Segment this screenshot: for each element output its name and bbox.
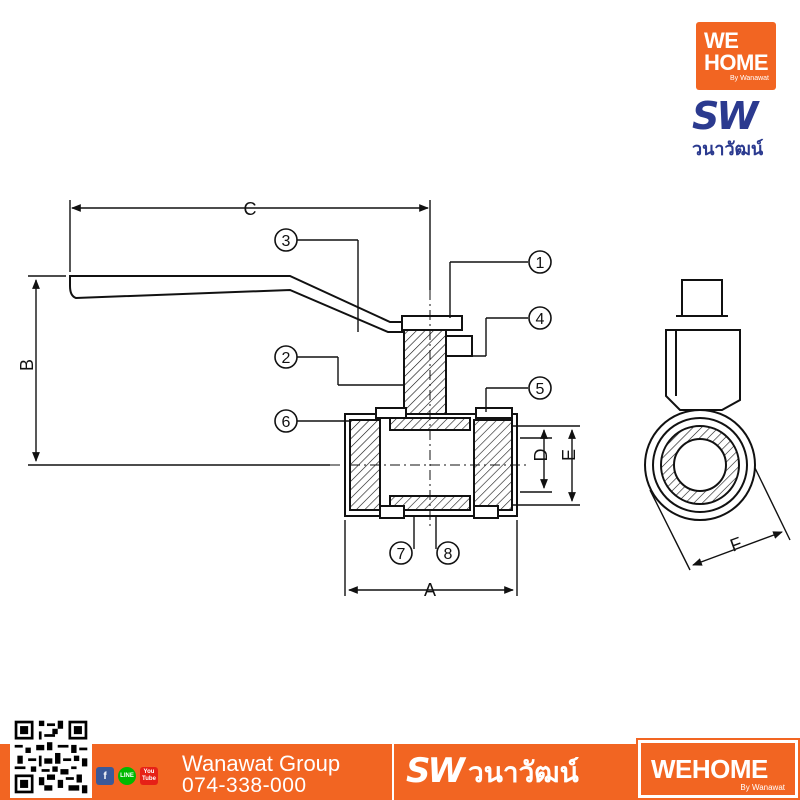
facebook-icon-label: f xyxy=(103,770,107,782)
dimension-a-label: A xyxy=(424,580,436,600)
footer-wanawat-name: วนาวัฒน์ xyxy=(468,757,579,788)
wehome-logo: WE HOME By Wanawat xyxy=(696,22,776,90)
dimension-d-label: D xyxy=(531,449,551,462)
valve-side-view xyxy=(644,279,756,521)
callout-5: 5 xyxy=(528,376,552,400)
wehome-logo-line2: HOME xyxy=(704,50,769,75)
callout-4-label: 4 xyxy=(536,311,545,328)
callout-7-label: 7 xyxy=(397,546,406,563)
callout-5-label: 5 xyxy=(536,381,545,398)
footer-wehome-title: WEHOME xyxy=(651,754,768,784)
wanawat-logo-mark: SW xyxy=(692,94,758,138)
callout-2-label: 2 xyxy=(282,350,291,367)
footer-wanawat-mark: SW xyxy=(406,751,465,791)
footer-wehome-by: By Wanawat xyxy=(740,783,785,792)
callout-8: 8 xyxy=(436,541,460,565)
callout-3-label: 3 xyxy=(282,233,291,250)
line-icon-label: LINE xyxy=(120,773,134,779)
social-icons: f LINE You Tube xyxy=(96,767,158,787)
callout-6-label: 6 xyxy=(282,414,291,431)
callout-3: 3 xyxy=(274,228,298,252)
dimension-b-label: B xyxy=(17,359,37,371)
line-icon[interactable]: LINE xyxy=(118,767,136,785)
callout-7: 7 xyxy=(389,541,413,565)
facebook-icon[interactable]: f xyxy=(96,767,114,785)
dimension-c-label: C xyxy=(244,199,257,219)
footer-wehome-logo: WEHOME By Wanawat xyxy=(636,738,800,800)
dimension-f-label: F xyxy=(727,533,744,556)
callout-1: 1 xyxy=(528,250,552,274)
qr-code-icon[interactable] xyxy=(10,716,92,798)
wehome-logo-line1: WE xyxy=(704,28,739,53)
callout-4: 4 xyxy=(528,306,552,330)
callout-8-label: 8 xyxy=(444,546,453,563)
callout-6: 6 xyxy=(274,409,298,433)
wanawat-logo-name: วนาวัฒน์ xyxy=(692,139,764,159)
callout-1-label: 1 xyxy=(536,255,545,272)
callout-2: 2 xyxy=(274,345,298,369)
company-phone[interactable]: 074-338-000 xyxy=(182,774,307,797)
wanawat-logo: SW วนาวัฒน์ xyxy=(690,94,782,159)
wehome-logo-by: By Wanawat xyxy=(729,75,769,82)
footer-separator xyxy=(392,744,394,800)
company-name: Wanawat Group xyxy=(182,751,341,776)
youtube-icon[interactable]: You Tube xyxy=(140,767,158,785)
footer-wanawat-logo: SW วนาวัฒน์ xyxy=(398,751,628,793)
handle-lever xyxy=(69,275,405,333)
stem xyxy=(401,315,463,331)
youtube-icon-label: You Tube xyxy=(142,769,156,782)
dimension-e-label: E xyxy=(559,449,579,461)
